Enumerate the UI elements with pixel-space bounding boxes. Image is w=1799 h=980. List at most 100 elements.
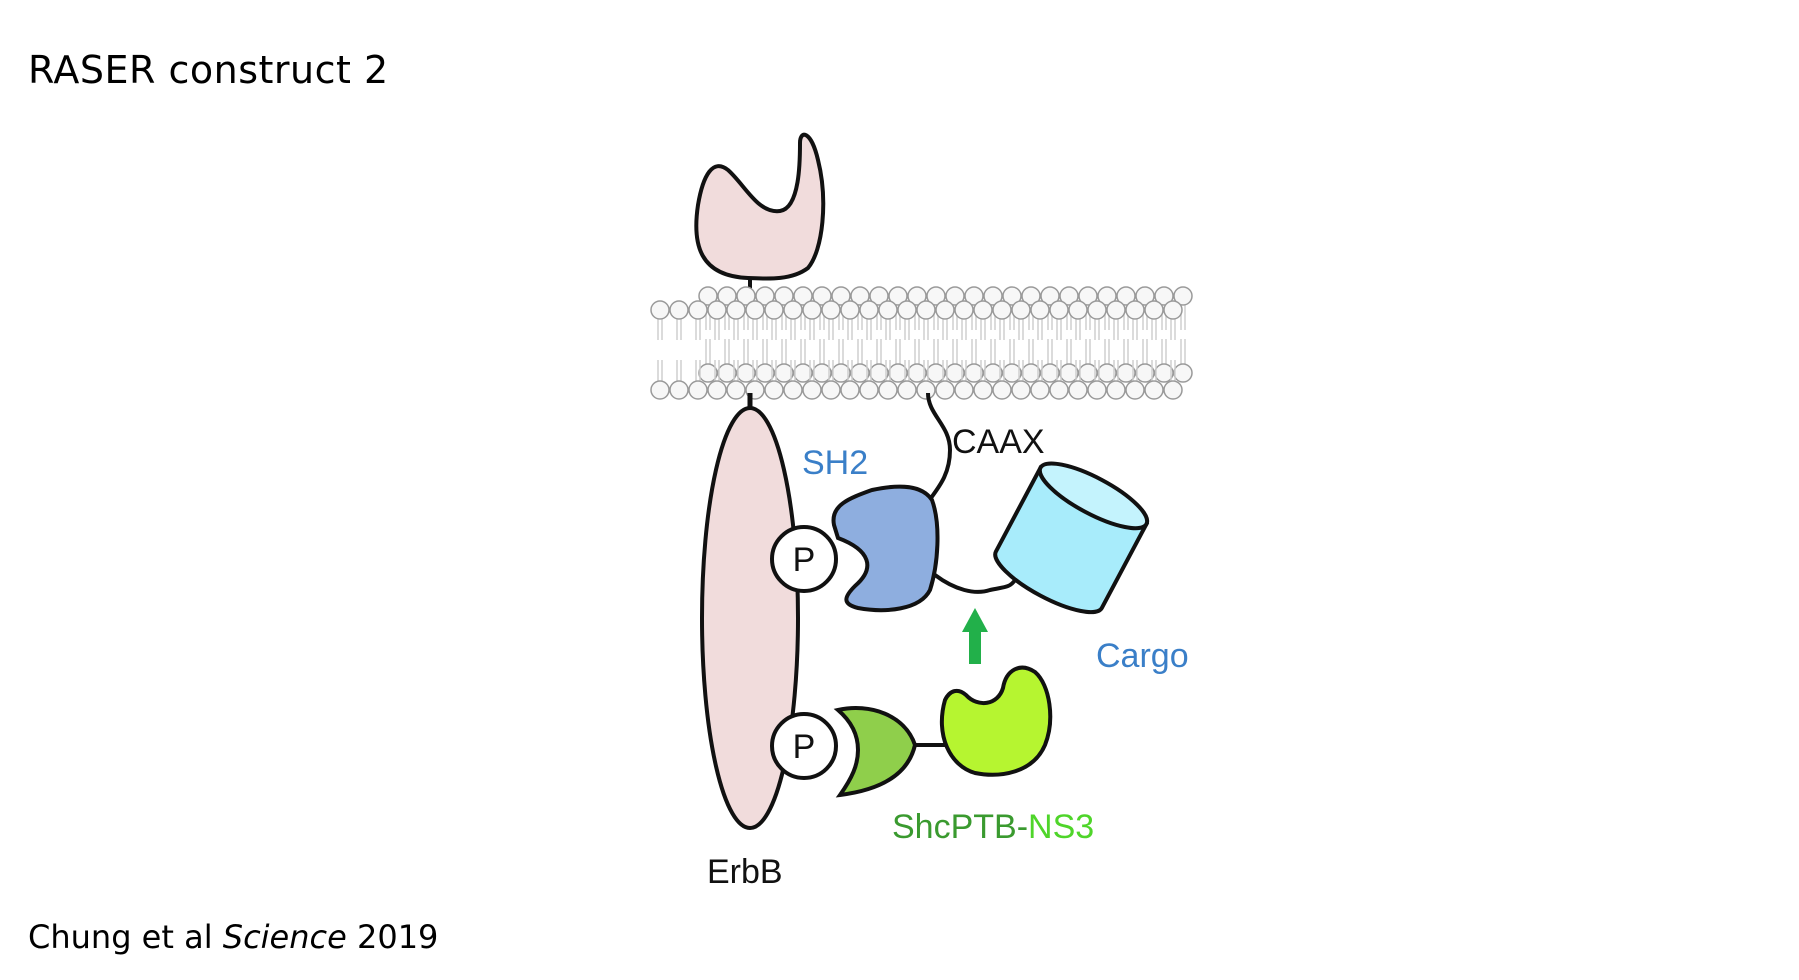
citation-authors: Chung et al [28,918,213,956]
sh2-label: SH2 [802,444,868,482]
lipid-head [717,286,737,306]
lipid-head [1087,380,1107,400]
citation-journal: Science [222,918,347,956]
lipid-head [1030,300,1050,320]
lipid-head [1135,363,1155,383]
lipid-head [1078,363,1098,383]
lipid-head [764,300,784,320]
lipid-head [1173,363,1193,383]
lipid-head [1040,286,1060,306]
lipid-head [831,286,851,306]
lipid-head [907,363,927,383]
lipid-head [698,286,718,306]
lipid-head [878,380,898,400]
lipid-head [793,286,813,306]
lipid-head [1154,363,1174,383]
lipid-head [859,380,879,400]
lipid-head [1097,286,1117,306]
lipid-head [992,380,1012,400]
lipid-head [831,363,851,383]
lipid-head [1087,300,1107,320]
ns3-label: NS3 [1028,808,1094,846]
lipid-head [1116,363,1136,383]
lipid-head [688,300,708,320]
lipid-head [1144,300,1164,320]
lipid-head [954,300,974,320]
lipid-head [840,300,860,320]
lipid-head [945,286,965,306]
lipid-head [1106,380,1126,400]
caax-label: CAAX [952,423,1045,461]
lipid-head [707,300,727,320]
lipid-bilayer [650,286,1193,400]
lipid-head [897,300,917,320]
lipid-head [888,286,908,306]
citation-year: 2019 [356,918,439,956]
lipid-head [755,286,775,306]
lipid-head [926,286,946,306]
slide-title: RASER construct 2 [28,48,389,92]
lipid-head [650,380,670,400]
lipid-head [1021,363,1041,383]
lipid-head [945,363,965,383]
lipid-head [1068,300,1088,320]
lipid-head [983,363,1003,383]
lipid-head [1068,380,1088,400]
erbb-label: ErbB [707,853,783,891]
lipid-head [650,300,670,320]
lipid-head [973,380,993,400]
lipid-head [935,380,955,400]
lipid-head [707,380,727,400]
phospho-label-top: P [793,541,816,579]
lipid-head [1097,363,1117,383]
lipid-head [964,363,984,383]
lipid-head [907,286,927,306]
lipid-head [1106,300,1126,320]
ns3-protease [939,665,1053,777]
lipid-head [964,286,984,306]
lipid-head [850,363,870,383]
lipid-head [1002,286,1022,306]
lipid-head [983,286,1003,306]
lipid-head [688,380,708,400]
lipid-head [897,380,917,400]
shcptb-label: ShcPTB- [892,808,1028,846]
lipid-head [1163,380,1183,400]
lipid-head [1049,300,1069,320]
cargo-label: Cargo [1096,637,1189,675]
lipid-head [745,300,765,320]
citation: Chung et al Science 2019 [28,918,438,956]
lipid-head [669,300,689,320]
lipid-head [1144,380,1164,400]
phospho-circle-top [770,525,838,593]
lipid-head [1125,300,1145,320]
cargo-linker [933,573,1017,594]
lipid-head [869,363,889,383]
lipid-head [935,300,955,320]
sh2-domain [831,484,940,613]
lipid-head [859,300,879,320]
lipid-head [1173,286,1193,306]
lipid-head [1030,380,1050,400]
lipid-head [1021,286,1041,306]
lipid-head [764,380,784,400]
lipid-head [1163,300,1183,320]
lipid-head [1078,286,1098,306]
caax-anchor-line [926,392,953,504]
lipid-head [840,380,860,400]
receptor-extracellular-domain [694,132,826,281]
lipid-head [802,380,822,400]
lipid-head [1002,363,1022,383]
lipid-head [973,300,993,320]
lipid-head [774,286,794,306]
lipid-head [1011,300,1031,320]
lipid-head [916,300,936,320]
lipid-head [717,363,737,383]
lipid-head [736,363,756,383]
lipid-head [821,300,841,320]
lipid-head [954,380,974,400]
shcptb-ns3-label: ShcPTB-NS3 [892,808,1094,846]
lipid-head [726,300,746,320]
lipid-head [726,380,746,400]
